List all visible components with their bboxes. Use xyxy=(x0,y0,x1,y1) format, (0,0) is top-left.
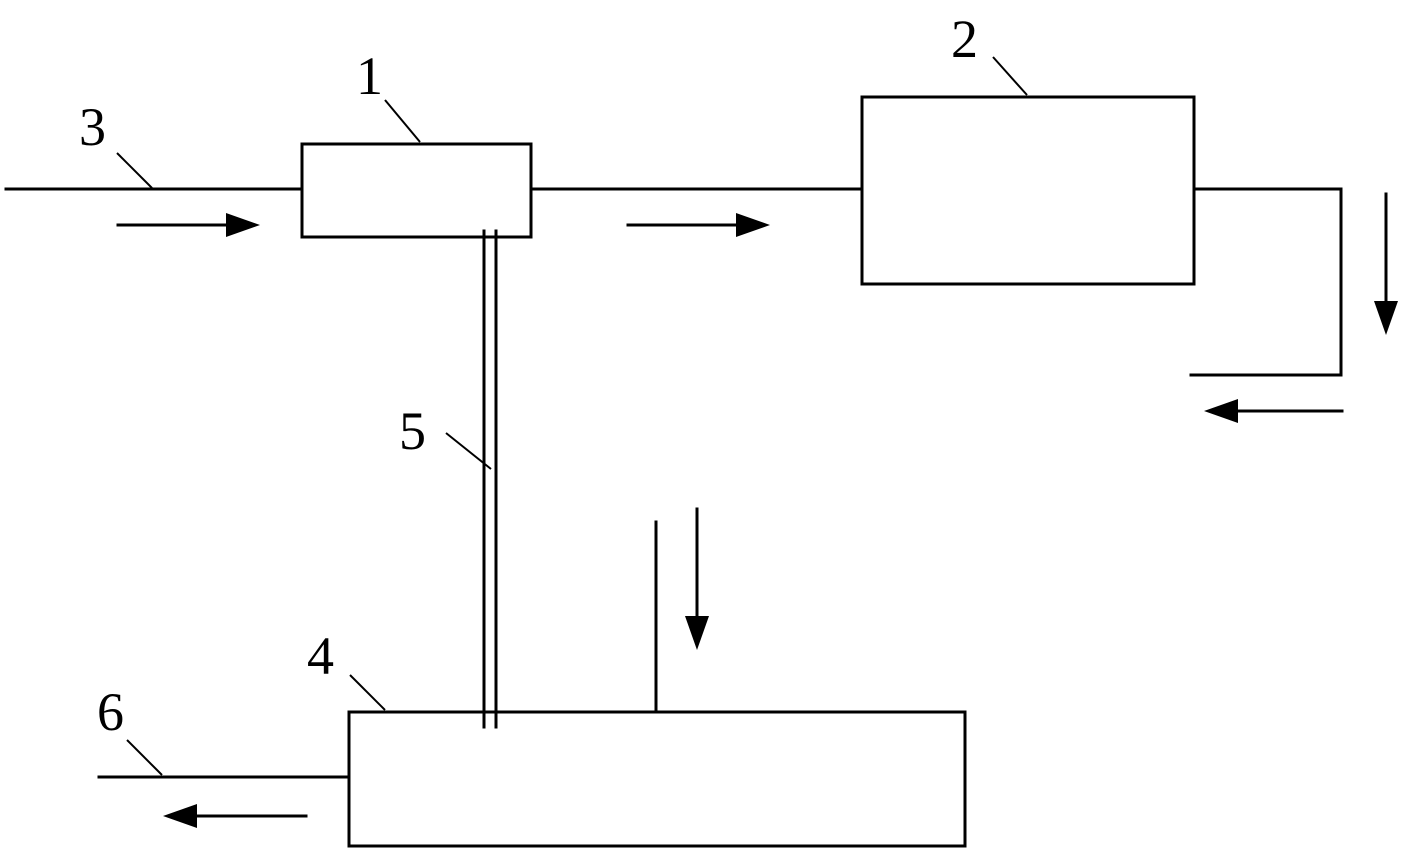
label-4: 4 xyxy=(307,626,334,686)
flow-arrow-left-outlet xyxy=(163,804,308,828)
outlet-pipe-2 xyxy=(1189,187,1343,377)
leader-line-4 xyxy=(349,674,386,711)
flow-arrow-right-inlet xyxy=(116,213,260,237)
component-1-box xyxy=(300,142,533,239)
label-2: 2 xyxy=(951,9,978,69)
label-6: 6 xyxy=(97,682,124,742)
flow-arrow-left-return xyxy=(1204,399,1344,423)
leader-line-5 xyxy=(445,432,492,470)
flow-arrow-right-middle xyxy=(626,213,770,237)
label-3: 3 xyxy=(79,97,106,157)
label-5: 5 xyxy=(399,401,426,461)
label-1: 1 xyxy=(356,46,383,106)
component-2-box xyxy=(860,95,1196,286)
flow-arrow-down-feed xyxy=(685,507,709,650)
leader-line-3 xyxy=(116,152,153,189)
component-4-box xyxy=(347,710,967,848)
flow-arrow-down-right xyxy=(1374,192,1398,335)
leader-line-2 xyxy=(992,56,1028,96)
leader-line-6 xyxy=(126,739,163,776)
leader-line-1 xyxy=(384,99,421,143)
